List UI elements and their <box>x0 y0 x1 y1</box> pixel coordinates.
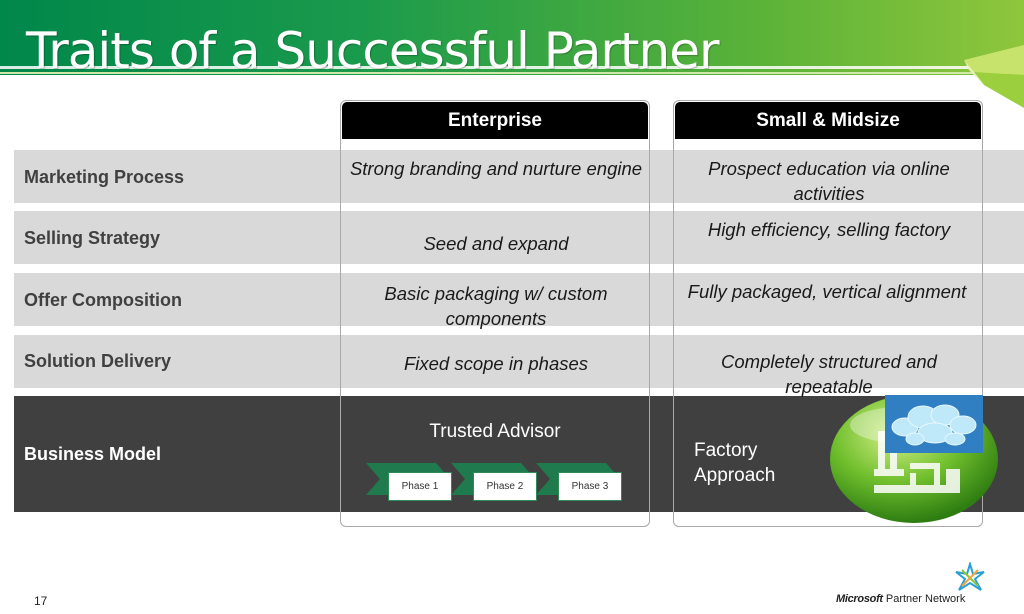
slide-title: Traits of a Successful Partner <box>26 22 720 80</box>
enterprise-selling-cell: Seed and expand <box>423 233 569 254</box>
partner-network-logo: Microsoft Partner Network <box>836 593 965 605</box>
page-number: 17 <box>34 594 48 608</box>
phase-3-chevron: Phase 3 <box>536 463 624 501</box>
row-label-selling-strategy: Selling Strategy <box>24 228 161 248</box>
row-label-offer-composition: Offer Composition <box>24 290 182 310</box>
row-label-solution-delivery: Solution Delivery <box>24 351 172 371</box>
factory-approach-label: Factory Approach <box>694 438 775 488</box>
enterprise-delivery-cell: Fixed scope in phases <box>403 353 589 374</box>
ribbon-decoration-icon <box>964 45 1024 108</box>
cloud-icon <box>891 404 977 446</box>
phase-1-box: Phase 1 <box>388 472 452 501</box>
row-label-business-model: Business Model <box>24 444 162 464</box>
factory-approach-line-2: Approach <box>694 465 776 486</box>
row-selling-strategy <box>14 211 1024 264</box>
enterprise-offer-cell: Basic packaging w/ custom components <box>384 283 608 329</box>
partner-network-star-icon <box>955 562 985 591</box>
header-stripe-lower <box>0 72 1024 74</box>
phase-1-chevron: Phase 1 <box>366 463 454 501</box>
logo-brand-rest: Partner Network <box>882 593 966 605</box>
smb-selling-cell: High efficiency, selling factory <box>707 219 951 240</box>
smb-delivery-cell: Completely structured and repeatable <box>721 351 937 397</box>
header-band <box>0 0 1024 75</box>
phase-2-box: Phase 2 <box>473 472 537 501</box>
row-offer-composition <box>14 273 1024 326</box>
trusted-advisor-label: Trusted Advisor <box>429 421 561 442</box>
row-marketing-process <box>14 150 1024 203</box>
smb-column-header: Small & Midsize <box>675 102 981 139</box>
enterprise-column-header: Enterprise <box>342 102 648 139</box>
header-stripe <box>0 66 1024 69</box>
smb-marketing-cell: Prospect education via online activities <box>708 158 950 204</box>
logo-brand-bold: Microsoft <box>836 593 883 605</box>
cloud-tile <box>885 395 983 453</box>
phase-2-chevron: Phase 2 <box>451 463 539 501</box>
phase-3-box: Phase 3 <box>558 472 622 501</box>
row-solution-delivery <box>14 335 1024 388</box>
enterprise-marketing-cell: Strong branding and nurture engine <box>349 158 643 179</box>
factory-approach-line-1: Factory <box>694 440 758 461</box>
smb-offer-cell: Fully packaged, vertical alignment <box>687 281 967 302</box>
row-label-marketing-process: Marketing Process <box>24 167 185 187</box>
